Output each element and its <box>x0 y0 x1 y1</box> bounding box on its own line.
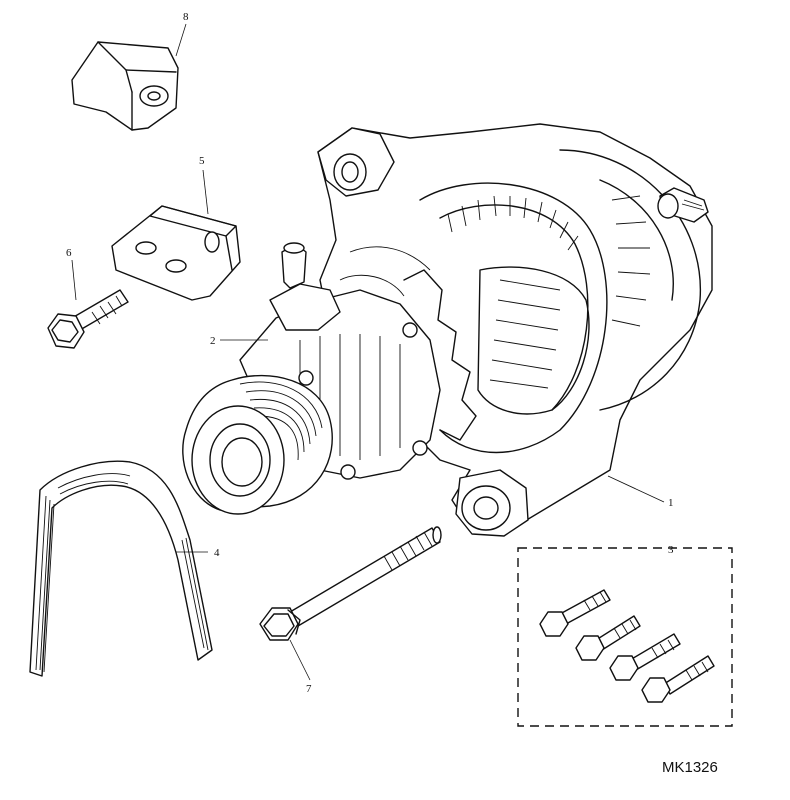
callout-5: 5 <box>199 155 205 167</box>
leader-1 <box>607 475 665 503</box>
part-5-bracket <box>111 205 241 301</box>
part-7-long-bolt <box>259 526 442 641</box>
part-3-bolt-kit <box>517 547 733 727</box>
callout-8: 8 <box>183 11 189 23</box>
part-6-bolt <box>47 289 129 349</box>
callout-7: 7 <box>306 683 312 695</box>
leader-5 <box>202 169 209 215</box>
callout-4: 4 <box>214 547 220 559</box>
part-8-cover <box>71 41 179 131</box>
leader-6 <box>71 259 77 301</box>
pulley <box>182 374 333 515</box>
reference-code: MK1326 <box>662 759 718 776</box>
leader-8 <box>175 23 187 57</box>
callout-6: 6 <box>66 247 72 259</box>
callout-1: 1 <box>668 497 674 509</box>
callout-2: 2 <box>210 335 216 347</box>
callout-3: 3 <box>668 544 674 556</box>
leader-7 <box>289 639 311 681</box>
part-4-drive-belt <box>29 460 213 677</box>
